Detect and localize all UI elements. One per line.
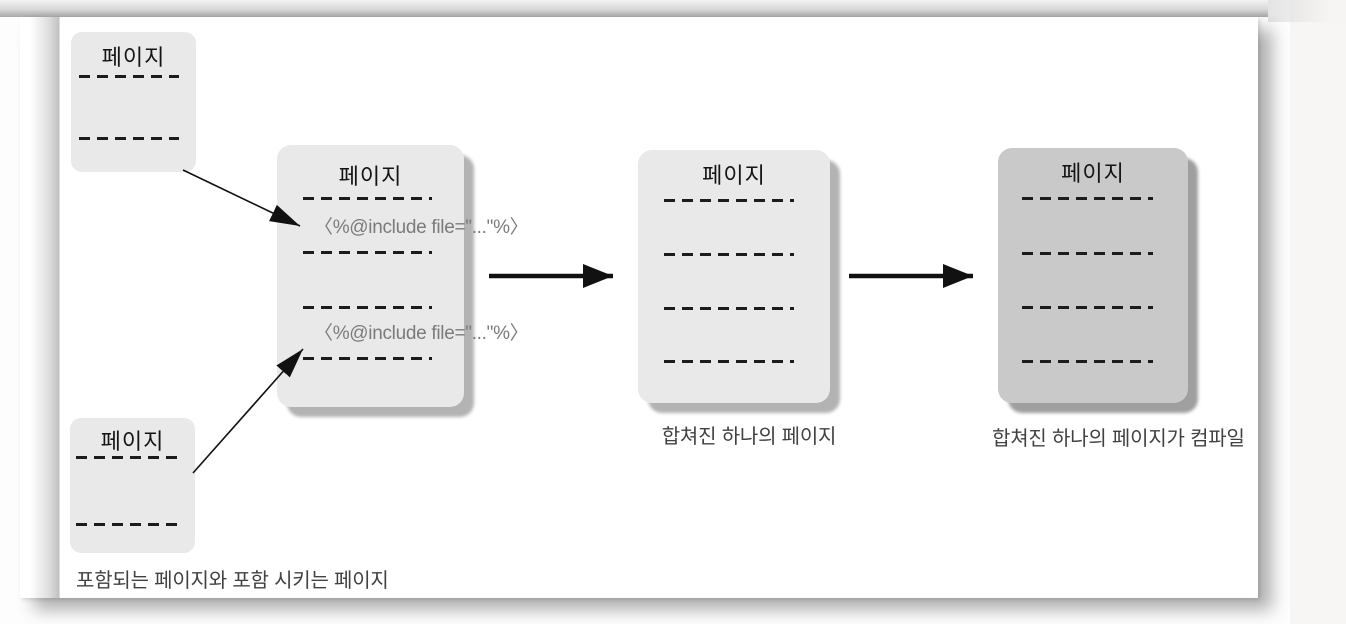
page-box-compiled: 페이지 — [998, 148, 1188, 403]
dashed-text-line — [1022, 252, 1153, 255]
page-box-source-bottom: 페이지 — [70, 418, 195, 553]
include-directive-1: 〈%@include file="..."%〉 — [314, 217, 529, 238]
page-box-title: 페이지 — [101, 45, 166, 70]
dashed-text-line — [303, 251, 432, 254]
page-box-source-top: 페이지 — [71, 32, 196, 172]
caption-footer: 포함되는 페이지와 포함 시키는 페이지 — [76, 570, 389, 592]
include-directive-2: 〈%@include file="..."%〉 — [314, 323, 529, 344]
dashed-text-line — [664, 199, 794, 202]
dashed-text-line — [79, 137, 179, 140]
page-box-title: 페이지 — [1061, 161, 1125, 186]
dashed-text-line — [1022, 360, 1153, 363]
page-box-title: 페이지 — [338, 164, 403, 189]
spine-shadow — [30, 17, 60, 598]
dashed-text-line — [76, 456, 181, 459]
page-box-title: 페이지 — [100, 429, 165, 454]
dashed-text-line — [303, 197, 432, 200]
dashed-text-line — [76, 523, 181, 526]
page-box-title: 페이지 — [702, 163, 766, 188]
page-top-edge-shadow-fade — [1268, 0, 1346, 22]
caption-compiled-page: 합쳐진 하나의 페이지가 컴파일 — [992, 428, 1245, 450]
dashed-text-line — [79, 75, 179, 78]
page-box-including: 페이지 〈%@include file="..."%〉 〈%@include f… — [277, 145, 529, 407]
caption-merged-page: 합쳐진 하나의 페이지 — [661, 426, 837, 448]
dashed-text-line — [664, 360, 794, 363]
dashed-text-line — [664, 253, 794, 256]
dashed-text-line — [664, 307, 794, 310]
page-top-edge-shadow — [0, 0, 1268, 17]
dashed-text-line — [303, 306, 432, 309]
dashed-text-line — [1022, 306, 1153, 309]
dashed-text-line — [1022, 197, 1153, 200]
dashed-text-line — [303, 357, 432, 360]
page-box-merged: 페이지 — [638, 150, 830, 403]
